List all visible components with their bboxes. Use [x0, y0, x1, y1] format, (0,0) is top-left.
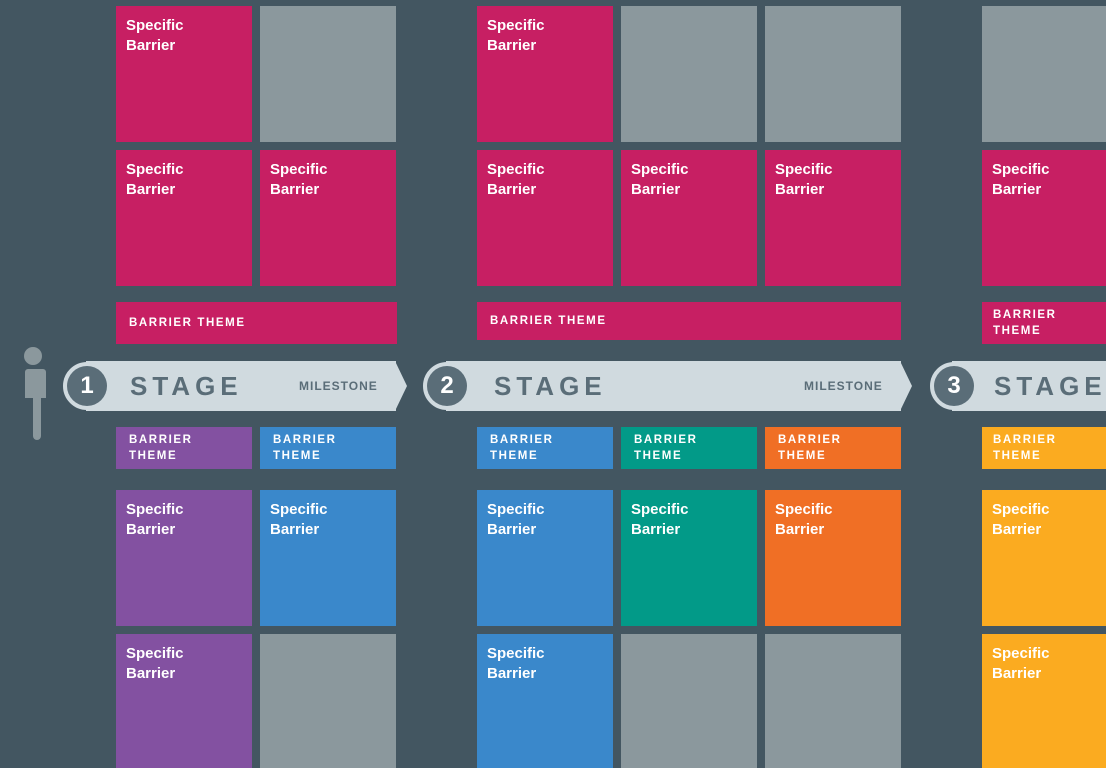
stage-label: STAGE: [494, 371, 607, 401]
barrier-card: Specific Barrier: [982, 634, 1106, 768]
barrier-card: Specific Barrier: [116, 150, 252, 286]
stage-arrow: [395, 361, 407, 411]
barrier-theme: BARRIER THEME: [982, 302, 1106, 344]
barrier-theme: BARRIER THEME: [621, 427, 757, 469]
barrier-theme: BARRIER THEME: [477, 302, 901, 340]
barrier-card: Specific Barrier: [477, 634, 613, 768]
barrier-theme: BARRIER THEME: [765, 427, 901, 469]
barrier-card: Specific Barrier: [116, 634, 252, 768]
milestone-label: MILESTONE: [299, 379, 378, 393]
barrier-card: Specific Barrier: [765, 150, 901, 286]
barrier-card: Specific Barrier: [982, 150, 1106, 286]
empty-card: [260, 634, 396, 768]
empty-card: [765, 634, 901, 768]
barrier-theme: BARRIER THEME: [260, 427, 396, 469]
barrier-card: Specific Barrier: [621, 150, 757, 286]
barrier-card: Specific Barrier: [621, 490, 757, 626]
barrier-theme: BARRIER THEME: [477, 427, 613, 469]
empty-card: [260, 6, 396, 142]
barrier-theme: BARRIER THEME: [116, 302, 397, 344]
stage-bar: [446, 361, 901, 411]
barrier-theme: BARRIER THEME: [116, 427, 252, 469]
barrier-card: Specific Barrier: [260, 490, 396, 626]
barrier-theme: BARRIER THEME: [982, 427, 1106, 469]
stage-label: STAGE: [994, 371, 1106, 401]
stage-bar: [86, 361, 396, 411]
barrier-card: Specific Barrier: [477, 490, 613, 626]
stage-arrow: [900, 361, 912, 411]
empty-card: [765, 6, 901, 142]
empty-card: [982, 6, 1106, 142]
stage-number-badge: 1: [63, 362, 111, 410]
barrier-card: Specific Barrier: [477, 150, 613, 286]
empty-card: [621, 6, 757, 142]
milestone-label: MILESTONE: [804, 379, 883, 393]
stage-label: STAGE: [130, 371, 243, 401]
barrier-card: Specific Barrier: [477, 6, 613, 142]
barrier-card: Specific Barrier: [260, 150, 396, 286]
stage-number-badge: 3: [930, 362, 978, 410]
empty-card: [621, 634, 757, 768]
barrier-card: Specific Barrier: [116, 6, 252, 142]
barrier-card: Specific Barrier: [765, 490, 901, 626]
barrier-card: Specific Barrier: [982, 490, 1106, 626]
stage-number-badge: 2: [423, 362, 471, 410]
barrier-card: Specific Barrier: [116, 490, 252, 626]
person-icon: [20, 346, 46, 440]
